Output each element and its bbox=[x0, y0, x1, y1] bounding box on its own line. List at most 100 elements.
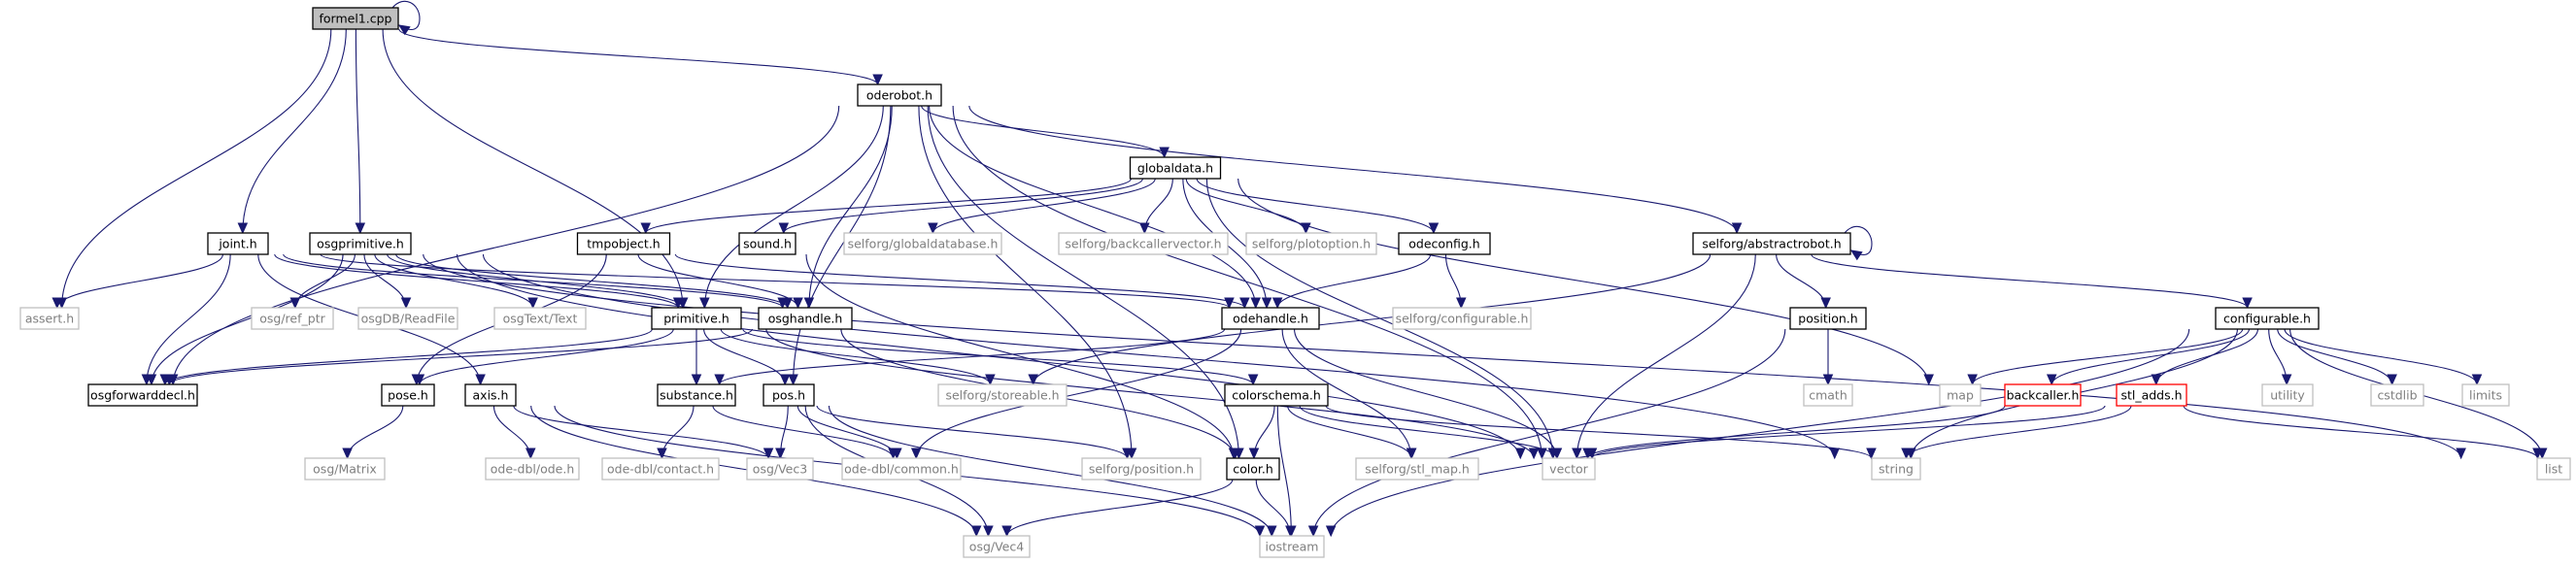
node-assert-box bbox=[19, 307, 80, 330]
node-joint[interactable]: joint.h bbox=[207, 232, 269, 255]
node-pose-box bbox=[381, 383, 435, 407]
node-globaldata[interactable]: globaldata.h bbox=[1129, 156, 1222, 180]
node-utility-box bbox=[2261, 383, 2314, 407]
edge-pos-to-iostream bbox=[828, 405, 1272, 537]
edge-joint-to-osgforwarddecl bbox=[146, 253, 231, 385]
edge-primitive-to-pose bbox=[419, 328, 674, 385]
node-oderobot[interactable]: oderobot.h bbox=[857, 83, 942, 107]
node-color[interactable]: color.h bbox=[1226, 457, 1280, 481]
node-globaldata-label: globaldata.h bbox=[1137, 161, 1213, 176]
node-osgforwarddecl[interactable]: osgforwarddecl.h bbox=[87, 383, 198, 407]
node-cstdlib-label: cstdlib bbox=[2377, 388, 2417, 403]
edge-globaldata-to-sound-arrowhead bbox=[778, 222, 790, 235]
edge-sf_abstractrobot-to-sf_storeable bbox=[1033, 253, 1712, 385]
edge-osghandle-to-osgforwarddecl bbox=[168, 328, 753, 385]
node-formel1[interactable]: formel1.cpp bbox=[312, 7, 399, 30]
node-pose[interactable]: pose.h bbox=[381, 383, 435, 407]
node-vector: vector bbox=[1542, 457, 1596, 481]
node-sound-label: sound.h bbox=[743, 237, 792, 251]
node-cmath-box bbox=[1803, 383, 1853, 407]
node-sound[interactable]: sound.h bbox=[738, 232, 797, 255]
node-sf_backcallervector: selforg/backcallervector.h bbox=[1058, 232, 1229, 255]
edge-joint-to-primitive bbox=[274, 253, 679, 309]
node-osg_vec4: osg/Vec4 bbox=[963, 535, 1031, 558]
edge-primitive-to-pose-arrowhead bbox=[414, 374, 425, 386]
edge-layer bbox=[51, 0, 2548, 538]
node-limits: limits bbox=[2461, 383, 2510, 407]
node-substance-label: substance.h bbox=[660, 388, 733, 403]
edge-axis-to-osg_vec4-arrowhead bbox=[970, 525, 982, 538]
node-utility: utility bbox=[2261, 383, 2314, 407]
node-sf_stl_map-box bbox=[1355, 457, 1479, 481]
node-osgtext_text: osgText/Text bbox=[493, 307, 587, 330]
node-odedbl_ode-box bbox=[485, 457, 580, 481]
node-odeconfig[interactable]: odeconfig.h bbox=[1398, 232, 1491, 255]
edge-color-to-osg_vec4-arrowhead bbox=[1001, 525, 1012, 538]
edge-sf_abstractrobot-to-sf_abstractrobot-arrowhead bbox=[1849, 249, 1863, 261]
node-sf_abstractrobot-box bbox=[1692, 232, 1851, 255]
node-stl_adds[interactable]: stl_adds.h bbox=[2116, 383, 2187, 407]
node-primitive[interactable]: primitive.h bbox=[651, 307, 742, 330]
edge-oderobot-to-odehandle bbox=[929, 105, 1257, 309]
edge-primitive-to-pos-arrowhead bbox=[779, 374, 791, 386]
node-sf_configurable-label: selforg/configurable.h bbox=[1396, 312, 1529, 326]
node-substance[interactable]: substance.h bbox=[657, 383, 736, 407]
node-position-label: position.h bbox=[1798, 312, 1857, 326]
node-pos[interactable]: pos.h bbox=[763, 383, 815, 407]
node-position-box bbox=[1789, 307, 1867, 330]
edge-color-to-osg_vec4 bbox=[1006, 479, 1234, 537]
edge-joint-to-odehandle bbox=[320, 253, 1231, 309]
node-sf_abstractrobot[interactable]: selforg/abstractrobot.h bbox=[1692, 232, 1851, 255]
edge-osgprimitive-to-osgforwarddecl bbox=[151, 253, 344, 385]
node-odehandle[interactable]: odehandle.h bbox=[1221, 307, 1320, 330]
edge-oderobot-to-vector bbox=[952, 105, 1542, 459]
edge-sound-to-color bbox=[805, 253, 1235, 459]
edge-substance-to-odedbl_contact-arrowhead bbox=[657, 448, 667, 460]
node-osg_vec3-box bbox=[746, 457, 814, 481]
edge-sf_abstractrobot-to-configurable-arrowhead bbox=[2242, 297, 2253, 310]
edge-primitive-to-osgforwarddecl bbox=[164, 328, 653, 385]
edge-oderobot-to-odehandle-arrowhead bbox=[1250, 297, 1261, 310]
node-sf_globaldatabase: selforg/globaldatabase.h bbox=[843, 232, 1002, 255]
edge-sf_abstractrobot-to-sf_storeable-arrowhead bbox=[1028, 374, 1038, 386]
edge-axis-to-osg_vec3 bbox=[513, 405, 769, 459]
node-sf_stl_map: selforg/stl_map.h bbox=[1355, 457, 1479, 481]
edge-oderobot-to-color bbox=[927, 105, 1239, 459]
edge-primitive-to-substance-arrowhead bbox=[691, 374, 702, 386]
edge-configurable-to-stl_adds-arrowhead bbox=[2151, 374, 2162, 386]
edge-configurable-to-backcaller bbox=[2051, 328, 2251, 385]
node-osgprimitive[interactable]: osgprimitive.h bbox=[309, 232, 412, 255]
node-position[interactable]: position.h bbox=[1789, 307, 1867, 330]
node-osghandle[interactable]: osghandle.h bbox=[758, 307, 853, 330]
node-odehandle-box bbox=[1221, 307, 1320, 330]
edge-pose-to-osg_matrix-arrowhead bbox=[342, 448, 353, 460]
node-osgtext_text-box bbox=[493, 307, 587, 330]
edge-globaldata-to-odeconfig-arrowhead bbox=[1428, 222, 1440, 235]
node-cmath-label: cmath bbox=[1809, 388, 1847, 403]
edge-pose-to-osg_matrix bbox=[347, 405, 404, 459]
node-osgdb_readfile-label: osgDB/ReadFile bbox=[361, 312, 456, 326]
edge-position-to-cmath-arrowhead bbox=[1822, 374, 1834, 386]
edge-formel1-to-formel1-arrowhead bbox=[397, 24, 411, 36]
edge-globaldata-to-sf_globaldatabase-arrowhead bbox=[928, 222, 938, 235]
node-colorschema[interactable]: colorschema.h bbox=[1224, 383, 1329, 407]
node-sf_storeable-box bbox=[937, 383, 1068, 407]
edge-formel1-to-assert bbox=[61, 28, 332, 309]
node-tmpobject[interactable]: tmpobject.h bbox=[576, 232, 671, 255]
edge-sf_abstractrobot-to-position-arrowhead bbox=[1820, 297, 1831, 310]
node-string: string bbox=[1871, 457, 1921, 481]
node-list-box bbox=[2536, 457, 2571, 481]
node-osgprimitive-label: osgprimitive.h bbox=[317, 237, 404, 251]
node-backcaller[interactable]: backcaller.h bbox=[2004, 383, 2082, 407]
node-map-box bbox=[1939, 383, 1982, 407]
node-pos-label: pos.h bbox=[772, 388, 805, 403]
edge-osgprimitive-to-osgdb_readfile-arrowhead bbox=[400, 297, 412, 310]
edge-position-to-iostream-arrowhead bbox=[1307, 525, 1319, 538]
edge-tmpobject-to-odehandle bbox=[674, 253, 1245, 309]
node-odedbl_contact: ode-dbl/contact.h bbox=[601, 457, 720, 481]
node-axis[interactable]: axis.h bbox=[464, 383, 517, 407]
edge-formel1-to-oderobot bbox=[398, 28, 879, 85]
edge-odeconfig-to-sf_configurable-arrowhead bbox=[1456, 297, 1467, 310]
edge-osgprimitive-to-primitive bbox=[387, 253, 684, 309]
node-configurable[interactable]: configurable.h bbox=[2215, 307, 2320, 330]
